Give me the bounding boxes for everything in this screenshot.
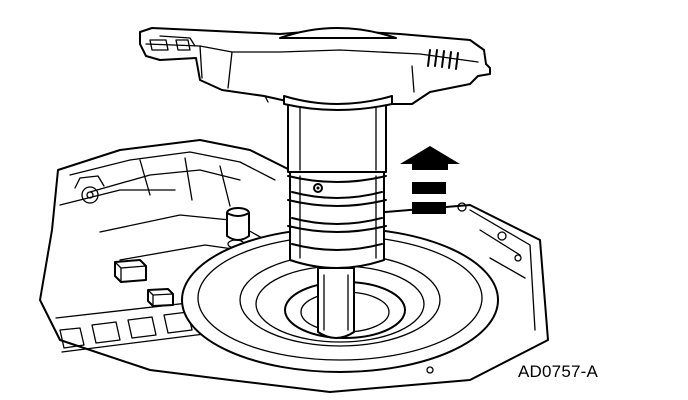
case-bracket-blocks — [114, 207, 250, 307]
input-shaft — [317, 267, 355, 339]
special-tool-body — [287, 99, 387, 269]
figure-reference-code: AD0757-A — [518, 362, 599, 381]
tool-handle-plate — [139, 27, 491, 111]
arrow-up-icon — [400, 146, 460, 214]
